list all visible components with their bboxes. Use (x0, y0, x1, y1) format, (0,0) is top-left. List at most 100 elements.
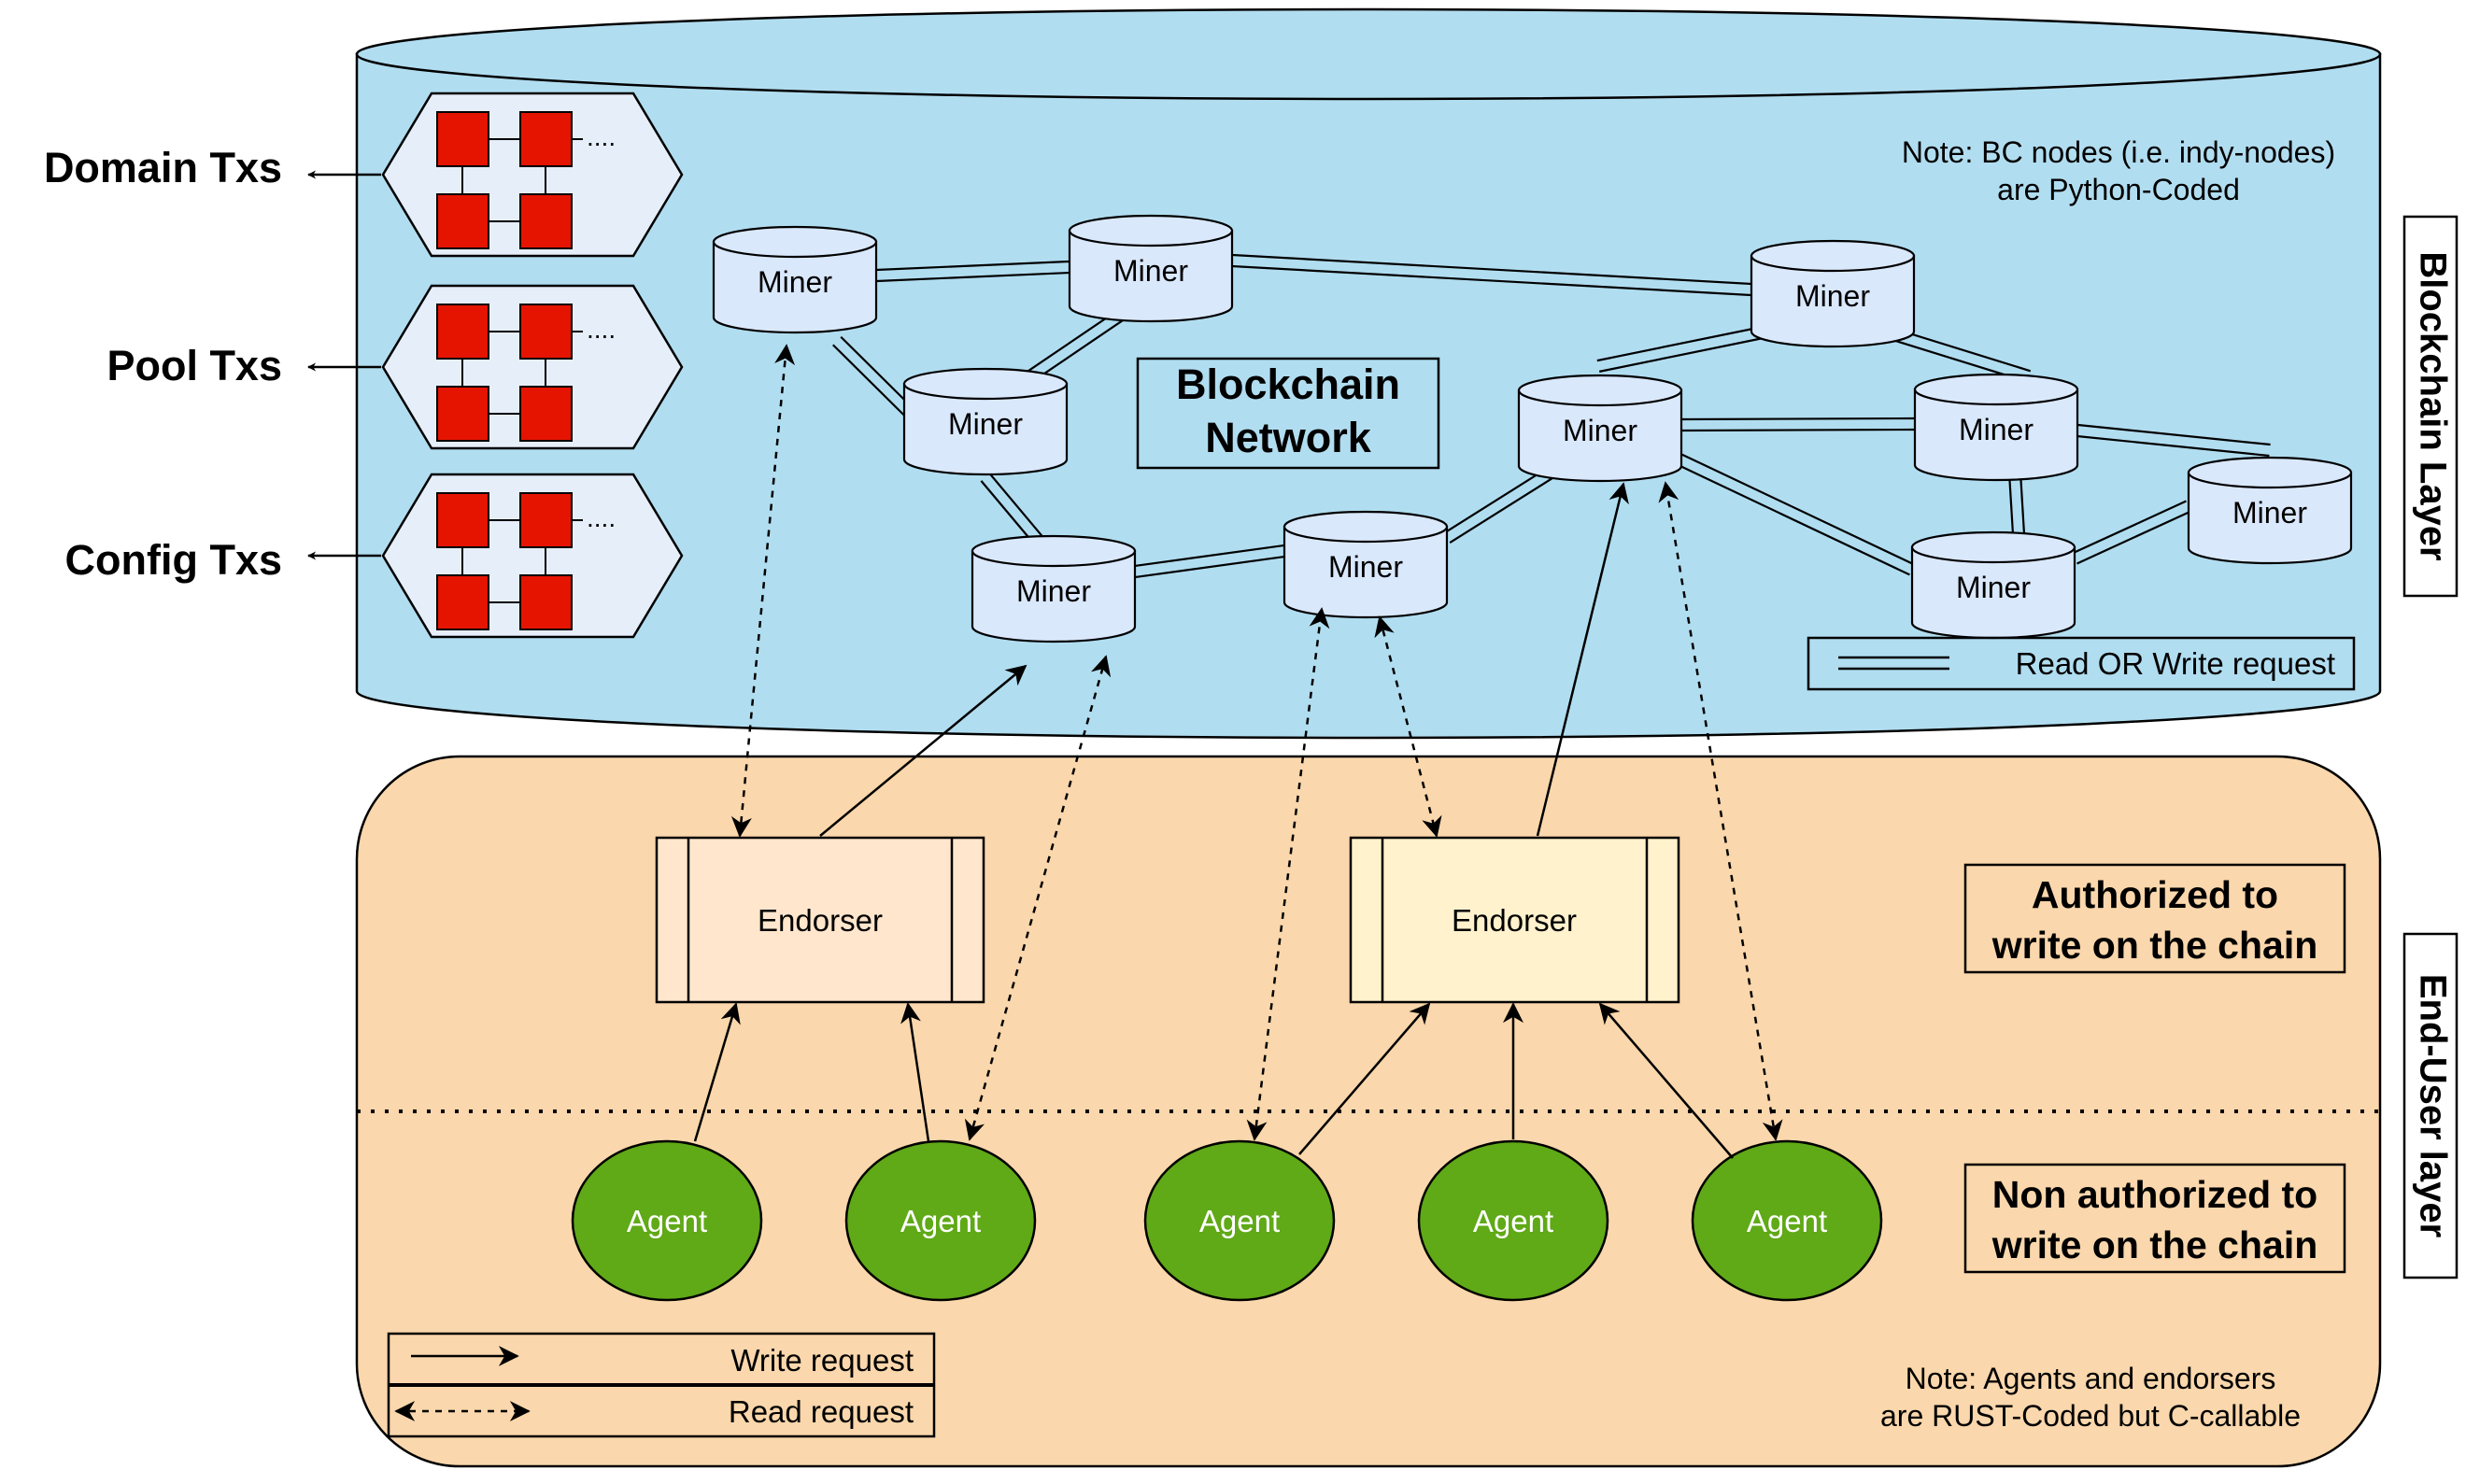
miner-node: Miner (971, 534, 1137, 643)
agent-node: Agent (1143, 1139, 1336, 1302)
block (436, 304, 489, 360)
block (519, 492, 573, 548)
blockchain-layer-label: Blockchain Layer (2402, 215, 2459, 598)
read-arrow (964, 655, 1112, 1141)
miner-label: Miner (1328, 550, 1403, 584)
link-line (1681, 428, 1916, 432)
blockchain-cylinder-top (355, 7, 2382, 101)
blockchain-title-line2: Network (1205, 414, 1372, 461)
write-arrow (693, 1002, 741, 1142)
non-authorized-line2: write on the chain (1991, 1223, 2318, 1266)
blockchain-layer-text: Blockchain Layer (2412, 251, 2453, 560)
block (436, 492, 489, 548)
miner-top (1910, 530, 2076, 564)
link-line (876, 271, 1070, 283)
link-line (2019, 472, 2026, 534)
agent-label: Agent (900, 1204, 981, 1238)
miner-top (1283, 510, 1449, 544)
miner-top (971, 534, 1137, 568)
agent-node: Agent (1691, 1139, 1883, 1302)
miner-label: Miner (1016, 574, 1091, 608)
agent-circle (1143, 1139, 1336, 1302)
tx-group-domain: .... Domain Txs (44, 92, 684, 258)
blockchain-network-title: Blockchain Network (1136, 357, 1440, 470)
miner-body (712, 240, 878, 334)
miner-label: Miner (1563, 414, 1637, 447)
miner-top (1068, 214, 1234, 247)
link-line (1680, 417, 1915, 421)
link-line (2076, 434, 2270, 458)
tx-label: Domain Txs (44, 144, 282, 191)
miner-node: Miner (1283, 510, 1449, 619)
legend-read-label: Read request (729, 1394, 914, 1429)
miner-label: Miner (2232, 496, 2307, 530)
link-line (2072, 500, 2187, 555)
link-line (1449, 473, 1559, 544)
miner-top (712, 225, 878, 259)
block (519, 111, 573, 167)
read-arrow (730, 344, 796, 838)
agent-circle (1691, 1139, 1883, 1302)
non-authorized-line1: Non authorized to (1992, 1173, 2317, 1216)
link-line (2077, 423, 2271, 446)
blockchain-layer (355, 7, 2382, 740)
read-arrow (1374, 615, 1442, 838)
miner-node: Miner (712, 225, 878, 334)
endorser-1-label: Endorser (758, 903, 883, 938)
non-authorized-box: Non authorized to write on the chain (1963, 1163, 2346, 1274)
miner-body (2187, 471, 2353, 565)
agent-label: Agent (1199, 1204, 1280, 1238)
authorized-box: Authorized to write on the chain (1963, 863, 2346, 974)
miner-label: Miner (1113, 254, 1188, 288)
link-line (2007, 473, 2015, 535)
miner-node: Miner (1913, 373, 2079, 482)
end-user-layer-text: End-User layer (2412, 974, 2453, 1237)
agent-label: Agent (627, 1204, 707, 1238)
agent-node: Agent (1417, 1139, 1609, 1302)
agent-label: Agent (1747, 1204, 1827, 1238)
block-ellipsis: .... (587, 122, 616, 151)
tx-label: Pool Txs (106, 342, 282, 389)
write-arrow (900, 1002, 930, 1142)
legend-rw-label: Read OR Write request (2016, 646, 2335, 681)
block (519, 304, 573, 360)
agent-circle (571, 1139, 763, 1302)
miner-label: Miner (1956, 571, 2031, 604)
block (519, 574, 573, 630)
link-line (1443, 463, 1553, 534)
block-ellipsis: .... (587, 503, 616, 532)
link-line (1232, 253, 1752, 286)
endorser-2-label: Endorser (1452, 903, 1577, 938)
endorser-2: Endorser (1349, 836, 1680, 1004)
link-line (875, 260, 1070, 272)
link-line (1894, 328, 2032, 373)
eu-note-line1: Note: Agents and endorsers (1906, 1362, 2276, 1395)
legend-write-label: Write request (730, 1343, 914, 1378)
miner-top (1750, 239, 1916, 273)
network-links (832, 253, 2271, 579)
miner-label: Miner (758, 265, 832, 299)
endorser-1: Endorser (655, 836, 985, 1004)
write-arrow (1536, 482, 1629, 837)
miner-node: Miner (2187, 456, 2353, 565)
link-line (1135, 555, 1285, 579)
miner-body (971, 549, 1137, 643)
miner-node: Miner (1750, 239, 1916, 348)
block (519, 193, 573, 249)
miner-top (902, 367, 1069, 401)
miner-top (2187, 456, 2353, 489)
authorized-line2: write on the chain (1991, 924, 2318, 967)
legend-write-read: Write request Read request (387, 1332, 936, 1438)
agent-circle (1417, 1139, 1609, 1302)
miner-top (1517, 374, 1683, 407)
agents: Agent Agent Agent Agent Agent (571, 1139, 1883, 1302)
link-line (1134, 544, 1284, 568)
miner-node: Miner (902, 367, 1069, 476)
eu-note-line2: are RUST-Coded but C-callable (1880, 1399, 2301, 1433)
tx-label: Config Txs (65, 536, 283, 584)
miner-label: Miner (948, 407, 1023, 441)
miner-node: Miner (1068, 214, 1234, 323)
agent-circle (844, 1139, 1037, 1302)
